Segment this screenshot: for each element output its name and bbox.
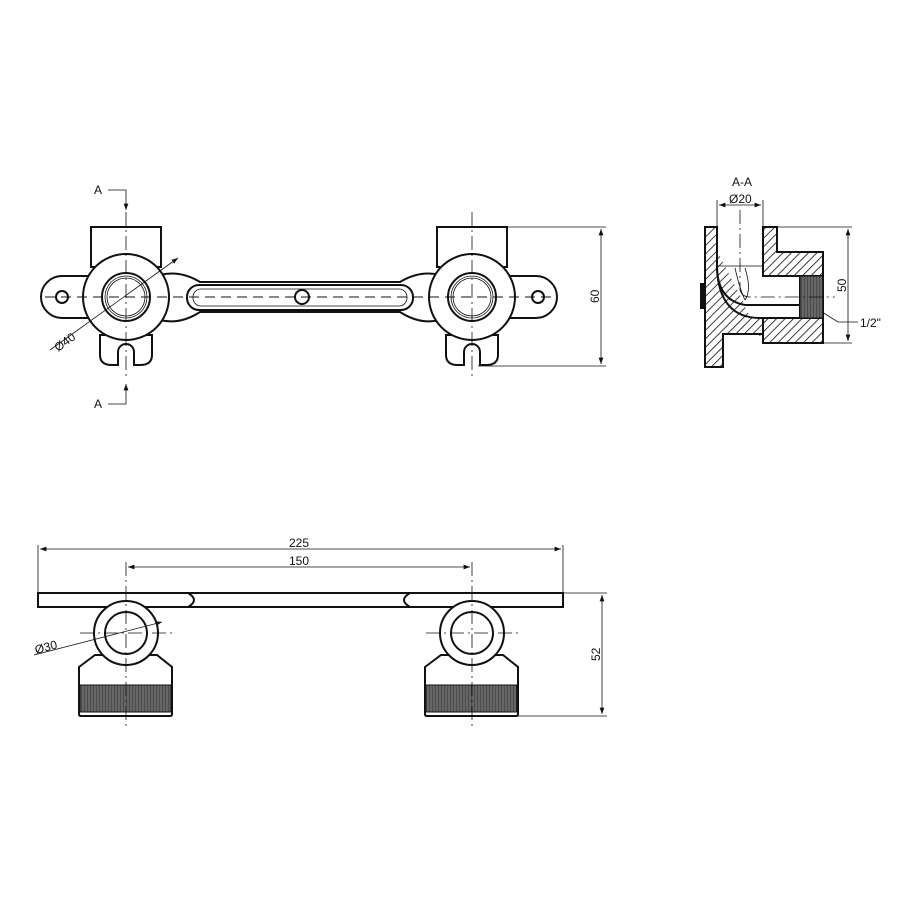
section-view: A-A Ø20 50 1/2" — [700, 175, 881, 368]
dim-outer-diameter: Ø40 — [52, 330, 79, 355]
dim-section-height: 50 — [835, 278, 849, 292]
dim-bore-diameter: Ø20 — [729, 192, 752, 206]
left-bottom-tab — [99, 334, 153, 366]
dim-thread: 1/2" — [860, 316, 881, 330]
right-bottom-tab — [445, 334, 499, 366]
mounting-bar — [37, 592, 564, 608]
left-knurl — [79, 684, 172, 713]
dim-center-distance: 150 — [289, 554, 309, 568]
dim-height-bottom: 52 — [589, 647, 603, 661]
left-fitting-bottom — [78, 600, 173, 717]
right-fitting-top — [428, 226, 558, 366]
plate-lug — [700, 283, 705, 309]
right-fitting-bottom — [424, 600, 519, 717]
section-marker-bottom: A — [94, 397, 102, 411]
section-title: A-A — [732, 175, 752, 189]
right-knurl — [425, 684, 518, 713]
bottom-view: 225 150 Ø30 52 — [33, 536, 607, 730]
dim-height-top: 60 — [588, 289, 602, 303]
top-view: A A Ø40 60 — [40, 183, 606, 411]
dim-overall-length: 225 — [289, 536, 309, 550]
section-marker-top: A — [94, 183, 102, 197]
dim-pipe-diameter: Ø30 — [33, 637, 59, 656]
